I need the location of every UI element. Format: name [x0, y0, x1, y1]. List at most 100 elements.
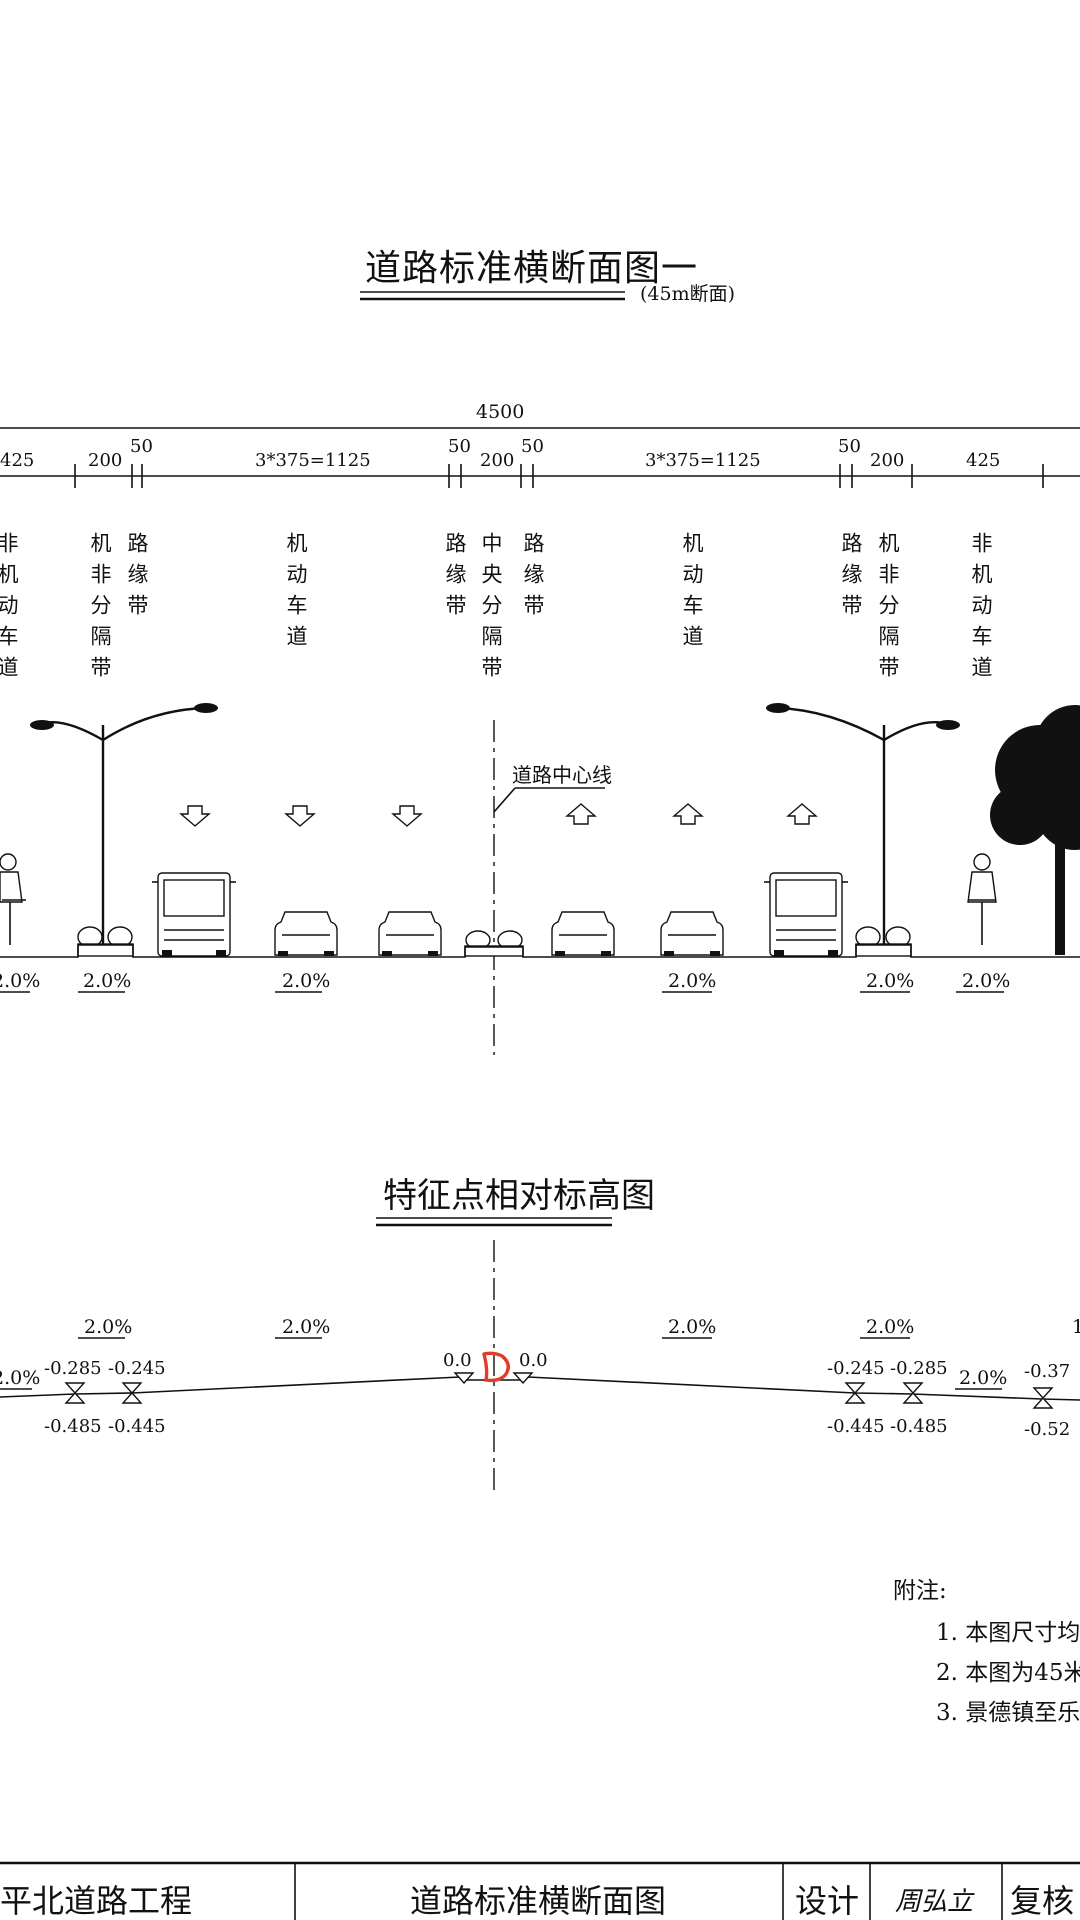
- lane-label: 路缘带: [443, 532, 467, 625]
- elevation-value: -0.52: [1024, 1419, 1070, 1440]
- elevation-marker-icon: [121, 1382, 143, 1404]
- slope-label: 2.0%: [962, 970, 1010, 992]
- car-icon: [378, 911, 442, 956]
- cyclist-icon-left: [0, 853, 26, 945]
- car-icon: [660, 911, 724, 956]
- lane-label: 非机动车道: [969, 532, 993, 687]
- design-label: 设计: [795, 1882, 859, 1920]
- arrow-down-icon: [179, 805, 211, 827]
- elevation-value: -0.445: [108, 1416, 166, 1437]
- design-signature: 周弘立: [895, 1887, 975, 1917]
- lane-label: 机非分隔带: [88, 532, 112, 687]
- direction-arrows: [179, 803, 818, 827]
- arrow-up-icon: [672, 803, 704, 825]
- road-surface: [0, 944, 1080, 958]
- review-label: 复核: [1010, 1882, 1074, 1920]
- cars: [274, 911, 724, 956]
- elevation-markers: [64, 1372, 1054, 1409]
- slope-label: 2.0%: [0, 970, 40, 992]
- elevation-marker-icon: [902, 1382, 924, 1404]
- slope-label: 2.0%: [282, 1316, 330, 1338]
- slope-label: 2.0%: [959, 1367, 1007, 1389]
- median-shrubs: [77, 926, 912, 957]
- note-item: 2. 本图为45米规: [936, 1660, 1080, 1686]
- note-item: 1. 本图尺寸均以: [936, 1620, 1080, 1646]
- centerline-callout: 道路中心线: [493, 763, 612, 813]
- total-width-label: 4500: [476, 401, 524, 423]
- elevation-title: 特征点相对标高图: [383, 1176, 655, 1216]
- arrow-up-icon: [565, 803, 597, 825]
- lane-label: 机动车道: [284, 532, 308, 656]
- lane-labels: 非机动车道 机非分隔带 路缘带 机动车道 路缘带 中央分隔带 路缘带 机动车道 …: [0, 532, 993, 687]
- lane-label: 路缘带: [839, 532, 863, 625]
- dim-label: 50: [448, 436, 471, 457]
- elevation-value: -0.285: [44, 1358, 102, 1379]
- elevation-slopes: 2.0% 2.0% 2.0% 2.0% 2.0% 2.0% 1: [0, 1316, 1080, 1390]
- slope-label: 1: [1072, 1316, 1080, 1338]
- cyclist-icon-right: [967, 853, 997, 945]
- dim-label: 200: [480, 450, 514, 471]
- elevation-value: -0.285: [890, 1358, 948, 1379]
- elevation-value: -0.37: [1024, 1361, 1070, 1382]
- lane-label: 机非分隔带: [876, 532, 900, 687]
- car-icon: [551, 911, 615, 956]
- dim-label: 50: [521, 436, 544, 457]
- elevation-marker-icon: [64, 1382, 86, 1404]
- title-block: 平北道路工程 道路标准横断面图 设计 周弘立 复核: [0, 1861, 1080, 1920]
- dim-label: 200: [870, 450, 904, 471]
- drawing-name: 道路标准横断面图: [410, 1882, 666, 1920]
- arrow-down-icon: [284, 805, 316, 827]
- slope-label: 2.0%: [668, 1316, 716, 1338]
- slope-label: 2.0%: [866, 970, 914, 992]
- centerline-label: 道路中心线: [512, 763, 612, 787]
- tree-icon: [990, 705, 1080, 955]
- slope-label: 2.0%: [0, 1367, 40, 1389]
- dim-label: 425: [0, 450, 34, 471]
- elevation-value: -0.245: [108, 1358, 166, 1379]
- elevation-values: -0.285 -0.485 -0.245 -0.445 0.0 0.0 -0.2…: [44, 1350, 1070, 1440]
- elevation-value: -0.445: [827, 1416, 885, 1437]
- cross-slopes: 2.0% 2.0% 2.0% 2.0% 2.0% 2.0%: [0, 970, 1010, 993]
- street-light-left: [30, 703, 218, 945]
- drawing-subtitle: (45m断面): [640, 283, 735, 305]
- project-name: 平北道路工程: [0, 1882, 192, 1920]
- lane-label: 机动车道: [680, 532, 704, 656]
- dim-label: 50: [130, 436, 153, 457]
- elevation-marker-icon: [512, 1372, 534, 1385]
- elevation-value: -0.485: [44, 1416, 102, 1437]
- segment-dimensions: 425 200 50 3*375=1125 50 200 50 3*375=11…: [0, 436, 1080, 488]
- dim-label: 200: [88, 450, 122, 471]
- street-light-right: [766, 703, 960, 945]
- red-markup-annotation: [482, 1351, 510, 1383]
- elevation-value: -0.485: [890, 1416, 948, 1437]
- slope-label: 2.0%: [866, 1316, 914, 1338]
- elevation-marker-icon: [844, 1382, 866, 1404]
- drawing-title: 道路标准横断面图一: [365, 248, 698, 289]
- car-icon: [274, 911, 338, 956]
- lane-label: 路缘带: [521, 532, 545, 625]
- bus-icon-right: [764, 872, 848, 957]
- lane-label: 路缘带: [125, 532, 149, 625]
- dim-label: 3*375=1125: [255, 450, 371, 471]
- dim-label: 425: [966, 450, 1000, 471]
- arrow-up-icon: [786, 803, 818, 825]
- bus-icon-left: [152, 872, 236, 957]
- arrow-down-icon: [391, 805, 423, 827]
- slope-label: 2.0%: [83, 970, 131, 992]
- slope-label: 2.0%: [84, 1316, 132, 1338]
- slope-label: 2.0%: [668, 970, 716, 992]
- elevation-marker-icon: [453, 1372, 475, 1385]
- slope-label: 2.0%: [282, 970, 330, 992]
- elevation-profile: [0, 1376, 1080, 1401]
- dim-label: 50: [838, 436, 861, 457]
- elevation-value: -0.245: [827, 1358, 885, 1379]
- elevation-marker-icon: [1032, 1387, 1054, 1409]
- elevation-value: 0.0: [443, 1350, 472, 1371]
- elevation-value: 0.0: [519, 1350, 548, 1371]
- notes-heading: 附注:: [893, 1578, 947, 1604]
- lane-label: 非机动车道: [0, 532, 19, 687]
- dim-label: 3*375=1125: [645, 450, 761, 471]
